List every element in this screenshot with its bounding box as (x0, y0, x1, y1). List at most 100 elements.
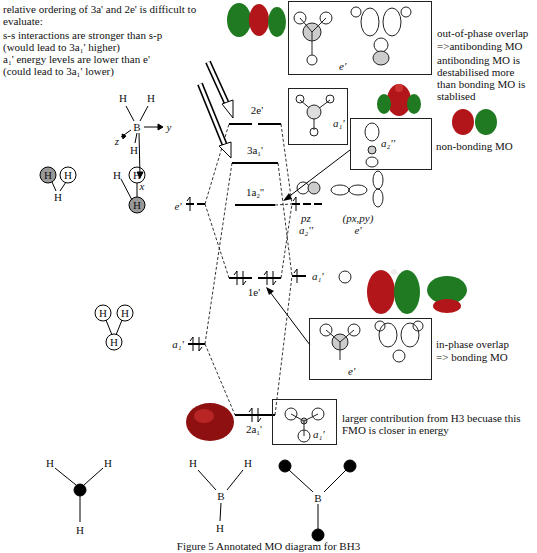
annotation-arrows (287, 150, 350, 198)
box-sketches (300, 100, 330, 130)
annotation-label: z (115, 135, 119, 147)
box-sketches (379, 323, 397, 347)
orbital-images (452, 109, 474, 135)
orbital-images (394, 270, 420, 314)
correlation-lines (275, 124, 292, 415)
box-sketches (401, 7, 411, 17)
annotation-label: out-of-phase overlap (437, 27, 528, 39)
symmetry-label: e' (348, 365, 355, 377)
annotation-label: H (244, 457, 252, 469)
annotation-label: a₂'' (299, 224, 313, 236)
annotation-label: H (99, 307, 107, 319)
box-sketches (413, 321, 423, 331)
orbital-images (395, 84, 403, 92)
annotation-label: 1e' (247, 286, 261, 298)
electron-arrows (258, 408, 261, 422)
annotation-label: (px,py) (343, 212, 374, 224)
box-sketches (349, 185, 367, 195)
annotation-label: a₁' energy levels are lower than e' (3, 53, 150, 65)
annotation-label: H (119, 92, 127, 104)
annotation-label: H (133, 169, 141, 181)
electron-arrows (273, 271, 276, 285)
electron-arrows (187, 197, 190, 211)
annotation-label: H (110, 336, 118, 348)
electron-arrows (199, 337, 202, 351)
energy-levels (235, 414, 275, 416)
annotation-label: H (104, 457, 112, 469)
annotation-arrows (208, 62, 228, 106)
box-sketches (393, 350, 405, 362)
molecule-sketches (95, 305, 111, 321)
orbital-box: a₁' (288, 88, 348, 145)
annotation-label: (would lead to 3a₁' higher) (3, 41, 120, 53)
annotation-label: (could lead to 3a₁' lower) (3, 65, 114, 77)
molecule-sketches (55, 468, 103, 522)
orbital-images (227, 3, 251, 37)
box-sketches (401, 323, 419, 347)
annotation-label: antibonding MO is destabilised more than… (437, 54, 534, 102)
energy-levels (186, 124, 322, 415)
annotation-label: H (64, 169, 72, 181)
orbital-images (387, 84, 411, 116)
symmetry-label: a₂'' (381, 137, 395, 149)
annotation-label: H (46, 457, 54, 469)
box-sketches (373, 189, 383, 207)
molecule-sketches (40, 167, 56, 183)
box-sketches (307, 55, 317, 65)
orbital-box: a₂'' (350, 118, 432, 170)
figure-caption: Figure 5 Annotated MO diagram for BH3 (0, 540, 537, 552)
orbital-images (186, 403, 234, 441)
annotation-label: H (189, 457, 197, 469)
symmetry-label: a₁' (333, 117, 345, 129)
annotation-label: 2e' (250, 104, 264, 116)
box-sketches (307, 105, 321, 119)
annotation-label: 2a₁' (245, 423, 263, 435)
orbital-images (268, 7, 286, 37)
electron-arrows (243, 271, 246, 285)
box-sketches (310, 128, 318, 136)
electron-arrows (294, 269, 297, 283)
molecule-sketches (106, 320, 122, 335)
box-sketches (300, 18, 326, 55)
electron-arrows (264, 271, 267, 285)
molecule-sketches (198, 470, 243, 521)
annotation-label: s-s interactions are stronger than s-p (3, 29, 162, 41)
box-sketches (296, 95, 304, 103)
molecule-sketches (158, 124, 163, 130)
annotation-label: => bonding MO (436, 351, 508, 363)
orbital-images (391, 269, 397, 275)
annotation-label: H (216, 522, 224, 534)
annotation-arrows (270, 292, 310, 345)
orbital-box: e' (309, 318, 432, 380)
box-sketches (375, 321, 385, 331)
annotation-label: e' (173, 200, 182, 212)
annotation-label: non-bonding MO (436, 140, 513, 152)
electron-arrows (293, 197, 296, 211)
annotation-label: B (314, 492, 321, 504)
annotation-label: 3a₁' (246, 144, 264, 156)
annotation-arrows (200, 84, 226, 148)
box-sketches (326, 95, 334, 103)
electron-arrows (187, 197, 297, 422)
annotation-arrows (200, 62, 350, 345)
correlation-lines (205, 124, 235, 415)
annotation-label: larger contribution from H3 becuase this… (342, 412, 532, 436)
annotation-label: a₁' (171, 338, 185, 350)
orbital-images (407, 94, 421, 114)
annotation-label: y (167, 121, 172, 133)
annotation-label: x (140, 180, 145, 192)
annotation-label: H (44, 169, 52, 181)
molecule-sketches (106, 334, 122, 350)
annotation-label: B (133, 121, 140, 133)
annotation-label: H (54, 191, 62, 203)
symmetry-label: e' (339, 60, 346, 72)
box-sketches (373, 171, 383, 189)
box-sketches (351, 7, 361, 17)
molecule-sketches (74, 484, 86, 496)
box-sketches (368, 146, 376, 154)
box-sketches (374, 38, 388, 52)
annotation-label: in-phase overlap (436, 338, 509, 350)
energy-levels (232, 162, 278, 164)
box-sketches (366, 157, 378, 167)
annotation-label: H (76, 524, 84, 536)
